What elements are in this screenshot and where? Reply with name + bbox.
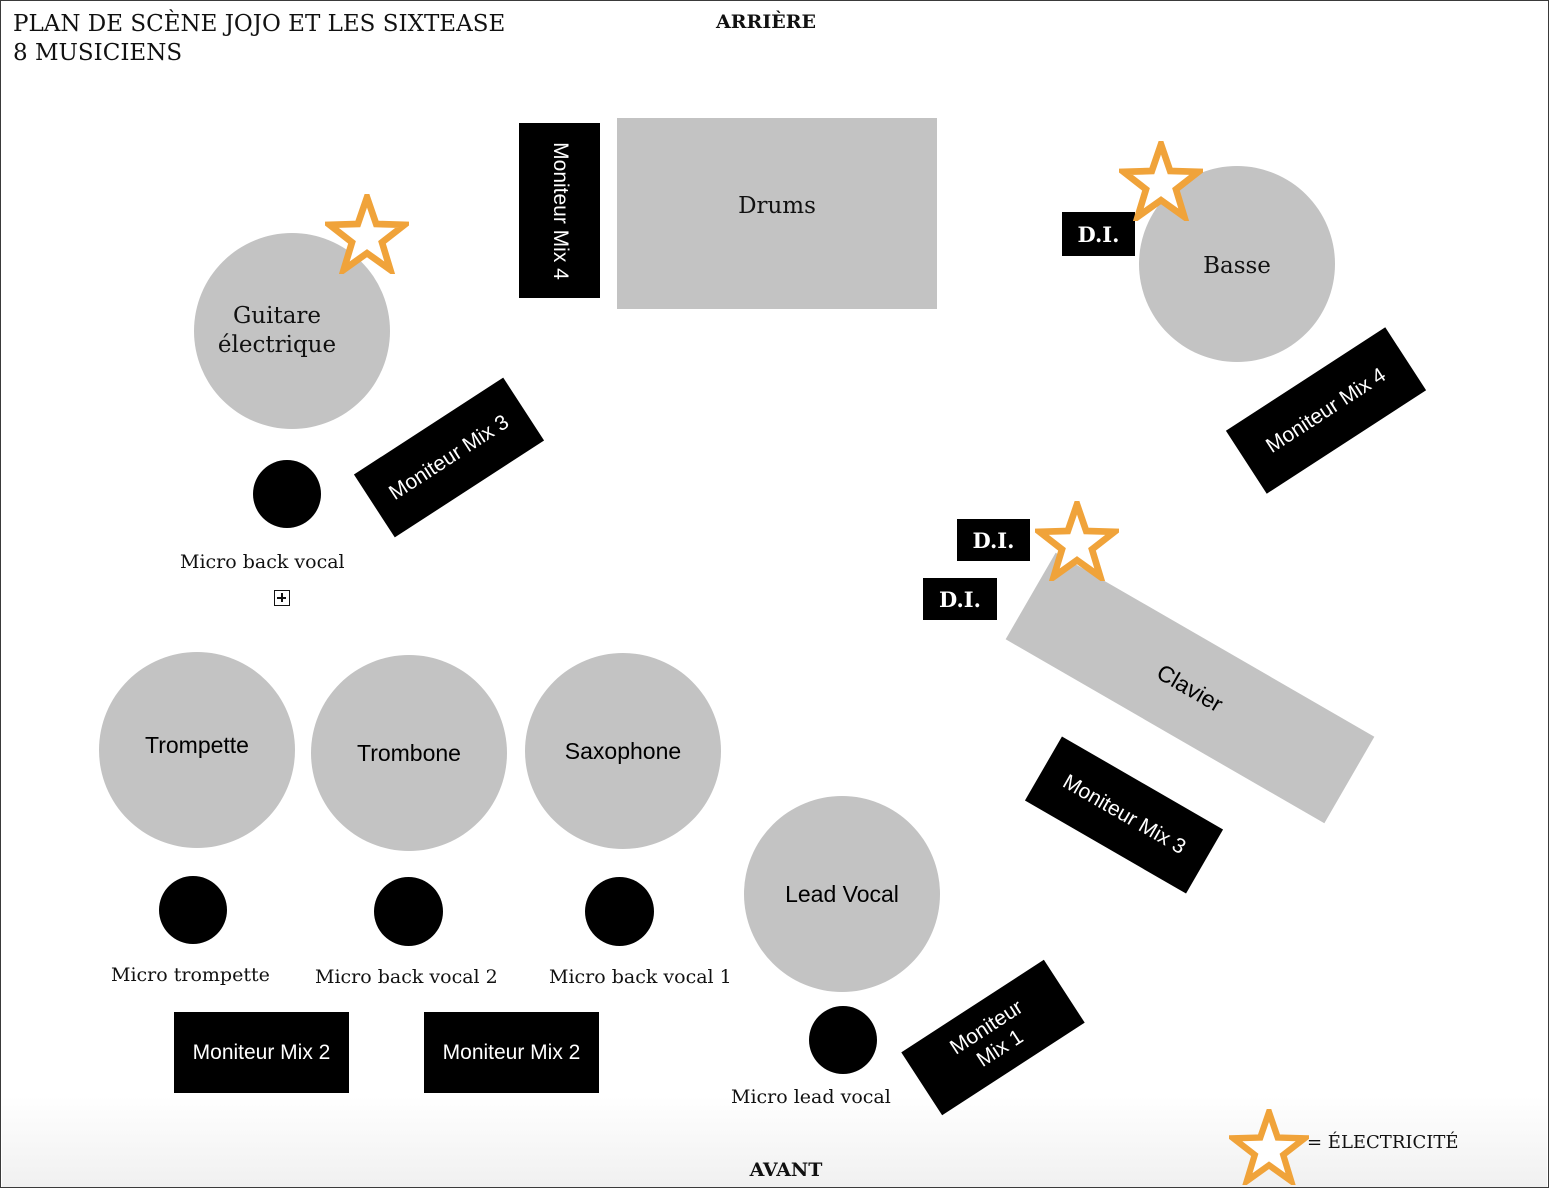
trumpet-position: Trompette — [99, 652, 295, 848]
legend-star-icon — [1229, 1109, 1309, 1185]
trumpet-label: Trompette — [145, 731, 249, 758]
plan-title-line1: PLAN DE SCÈNE JOJO ET LES SIXTEASE — [13, 11, 506, 37]
keyboard-monitor-label: Moniteur Mix 3 — [1058, 770, 1190, 859]
guitar-monitor: Moniteur Mix 3 — [353, 377, 545, 538]
drums-monitor: Moniteur Mix 4 — [519, 123, 600, 298]
drums-label: Drums — [738, 192, 816, 219]
back-vocal-mic — [253, 460, 321, 528]
bass-monitor-label: Moniteur Mix 4 — [1261, 362, 1390, 458]
guitar-position: Guitare électrique — [194, 233, 390, 429]
lead-vocal-mic-label: Micro lead vocal — [731, 1086, 891, 1108]
plan-title: PLAN DE SCÈNE JOJO ET LES SIXTEASE 8 MUS… — [13, 10, 505, 68]
expand-icon[interactable] — [274, 590, 290, 606]
plan-title-line2: 8 MUSICIENS — [13, 40, 183, 66]
bass-electricity-star-icon — [1119, 141, 1203, 221]
front-label: AVANT — [749, 1159, 823, 1181]
rear-label: ARRIÈRE — [716, 11, 816, 33]
keyboard-di-box-2: D.I. — [923, 578, 997, 620]
keyboard-electricity-star-icon — [1035, 501, 1119, 581]
back-vocal-mic-label: Micro back vocal — [180, 551, 345, 573]
back-vocal-2-mic-label: Micro back vocal 2 — [315, 966, 498, 988]
guitar-monitor-label: Moniteur Mix 3 — [384, 409, 513, 505]
keyboard-di-box-1: D.I. — [957, 519, 1030, 561]
back-vocal-1-mic — [585, 877, 654, 946]
bass-di-box: D.I. — [1062, 212, 1135, 256]
trumpet-mic-label: Micro trompette — [111, 964, 270, 986]
trombone-label: Trombone — [357, 739, 461, 766]
horns-monitor-right: Moniteur Mix 2 — [424, 1012, 599, 1093]
bass-di-label: D.I. — [1077, 221, 1120, 247]
back-vocal-1-mic-label: Micro back vocal 1 — [549, 966, 732, 988]
horns-monitor-left-label: Moniteur Mix 2 — [192, 1040, 331, 1064]
guitar-electricity-star-icon — [325, 194, 409, 274]
horns-monitor-right-label: Moniteur Mix 2 — [442, 1040, 581, 1064]
lead-vocal-monitor: Moniteur Mix 1 — [901, 959, 1085, 1116]
legend-electricity-label: = ÉLECTRICITÉ — [1307, 1132, 1459, 1153]
bass-label: Basse — [1203, 253, 1271, 279]
keyboard-monitor: Moniteur Mix 3 — [1024, 736, 1224, 894]
keyboard-label: Clavier — [1152, 658, 1228, 717]
back-vocal-2-mic — [374, 877, 443, 946]
saxophone-position: Saxophone — [525, 653, 721, 849]
saxophone-label: Saxophone — [564, 737, 682, 764]
trumpet-mic — [159, 876, 227, 944]
keyboard-di-label-2: D.I. — [939, 586, 981, 612]
horns-monitor-left: Moniteur Mix 2 — [174, 1012, 349, 1093]
keyboard-di-label-1: D.I. — [972, 527, 1015, 553]
trombone-position: Trombone — [311, 655, 507, 851]
drums-monitor-label: Moniteur Mix 4 — [548, 141, 572, 280]
lead-vocal-label: Lead Vocal — [785, 880, 899, 907]
lead-vocal-mic — [809, 1006, 877, 1074]
guitar-label-line2: électrique — [217, 332, 337, 358]
drums-riser: Drums — [617, 118, 937, 309]
lead-vocal-position: Lead Vocal — [744, 796, 940, 992]
guitar-label-line1: Guitare — [232, 303, 322, 329]
